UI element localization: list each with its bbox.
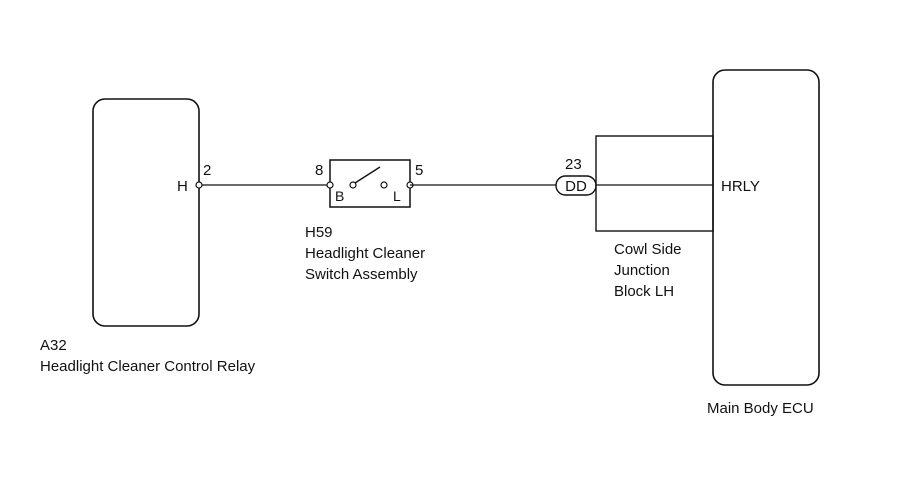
- switch-contact-left: [349, 181, 357, 189]
- relay-box: [92, 98, 200, 327]
- ecu-box: [712, 69, 820, 386]
- relay-name: Headlight Cleaner Control Relay: [40, 358, 256, 375]
- switch-terminal-l: L: [393, 188, 401, 204]
- switch-code: H59: [305, 224, 333, 241]
- switch-pin-out: 5: [415, 162, 423, 179]
- switch-terminal-b: B: [335, 188, 344, 204]
- switch-blade: [354, 166, 381, 184]
- relay-pin-terminal: [195, 181, 203, 189]
- ecu-terminal-label: HRLY: [721, 178, 760, 195]
- relay-terminal-label: H: [177, 178, 188, 195]
- relay-pin-number: 2: [203, 162, 211, 179]
- switch-name-line2: Switch Assembly: [305, 266, 418, 283]
- junction-connector-label: DD: [565, 178, 587, 195]
- junction-block-box: [595, 135, 714, 232]
- junction-name-line1: Cowl Side: [614, 241, 682, 258]
- junction-name-line3: Block LH: [614, 283, 674, 300]
- switch-name-line1: Headlight Cleaner: [305, 245, 425, 262]
- junction-pin-number: 23: [565, 156, 582, 173]
- switch-contact-right: [380, 181, 388, 189]
- relay-code: A32: [40, 337, 67, 354]
- junction-name-line2: Junction: [614, 262, 670, 279]
- switch-pin-in: 8: [315, 162, 323, 179]
- switch-pin-in-terminal: [326, 181, 334, 189]
- ecu-name: Main Body ECU: [707, 400, 814, 417]
